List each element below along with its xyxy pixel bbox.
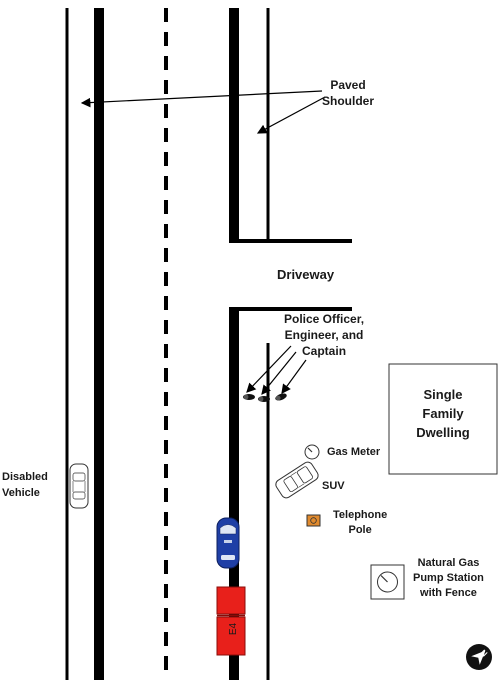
crew-line3: Captain <box>302 344 347 358</box>
dwelling-line1: Single <box>423 387 463 402</box>
crew-arrow-2 <box>261 351 297 395</box>
person-engineer <box>258 396 270 402</box>
pump-station <box>370 564 405 600</box>
pole-icon <box>306 514 321 527</box>
suv-label: SUV <box>322 480 345 492</box>
telephone-pole-label: Telephone Pole <box>333 508 387 538</box>
crew-line2: Engineer, and <box>284 328 364 342</box>
pump-line3: with Fence <box>420 587 477 599</box>
crew-line1: Police Officer, <box>284 312 365 326</box>
paved-shoulder-line1: Paved <box>330 78 366 92</box>
crew-arrow-3 <box>281 359 307 394</box>
shoulder-arrow-right <box>256 96 326 134</box>
disabled-vehicle-label: Disabled Vehicle <box>2 469 48 501</box>
paved-shoulder-label: Paved Shoulder <box>322 77 374 109</box>
person-captain <box>275 393 287 401</box>
pump-line1: Natural Gas <box>417 557 480 569</box>
dwelling-label: Single Family Dwelling <box>389 385 497 442</box>
person-police-officer <box>243 394 255 400</box>
paved-shoulder-line2: Shoulder <box>322 94 375 108</box>
fire-engine-e4 <box>216 586 246 656</box>
suv-vehicle <box>275 461 319 499</box>
driveway-label: Driveway <box>277 267 335 282</box>
north-letter: N <box>479 648 490 659</box>
crew-label: Police Officer, Engineer, and Captain <box>284 311 364 359</box>
crew-arrow-1 <box>246 345 292 393</box>
police-car <box>216 517 240 569</box>
disabled-line1: Disabled <box>2 471 48 483</box>
pump-line2: Pump Station <box>413 572 484 584</box>
telephone-line2: Pole <box>348 524 372 536</box>
telephone-line1: Telephone <box>333 509 388 521</box>
dwelling-line2: Family <box>422 406 464 421</box>
disabled-line2: Vehicle <box>2 487 40 499</box>
single-family-dwelling <box>388 363 498 475</box>
dwelling-line3: Dwelling <box>416 425 470 440</box>
gauge-icon <box>304 444 320 460</box>
shoulder-arrow-left <box>80 90 323 108</box>
engine-tag: E4 <box>228 622 239 635</box>
gas-meter-label: Gas Meter <box>327 446 381 458</box>
pump-station-label: Natural Gas Pump Station with Fence <box>413 556 484 601</box>
north-arrow-icon <box>466 644 492 670</box>
disabled-vehicle <box>69 463 89 509</box>
